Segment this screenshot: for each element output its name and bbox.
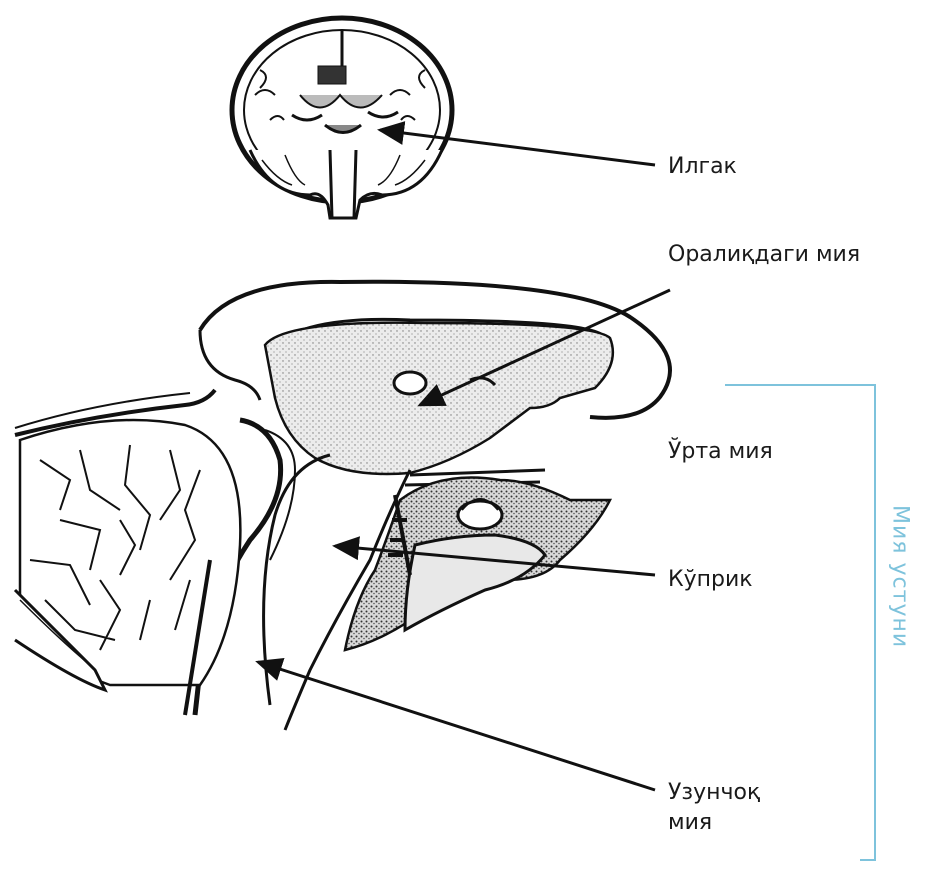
label-uzunchoq-miya: Узунчоқ мия bbox=[668, 778, 760, 837]
arrow-uzunchoq-miya bbox=[258, 662, 655, 790]
label-urta-miya: Ўрта мия bbox=[668, 437, 773, 467]
label-ilgak: Илгак bbox=[668, 152, 737, 182]
label-uzunchoq-line2: мия bbox=[668, 808, 760, 838]
label-miya-ustuni: Мия устуни bbox=[885, 505, 915, 648]
sagittal-brain-section bbox=[15, 282, 670, 730]
coronal-brain-section bbox=[232, 18, 452, 218]
label-uzunchoq-line1: Узунчоқ bbox=[668, 778, 760, 808]
label-kuprik: Кўприк bbox=[668, 565, 753, 595]
label-oraliqdagi-miya: Оралиқдаги мия bbox=[668, 240, 860, 270]
